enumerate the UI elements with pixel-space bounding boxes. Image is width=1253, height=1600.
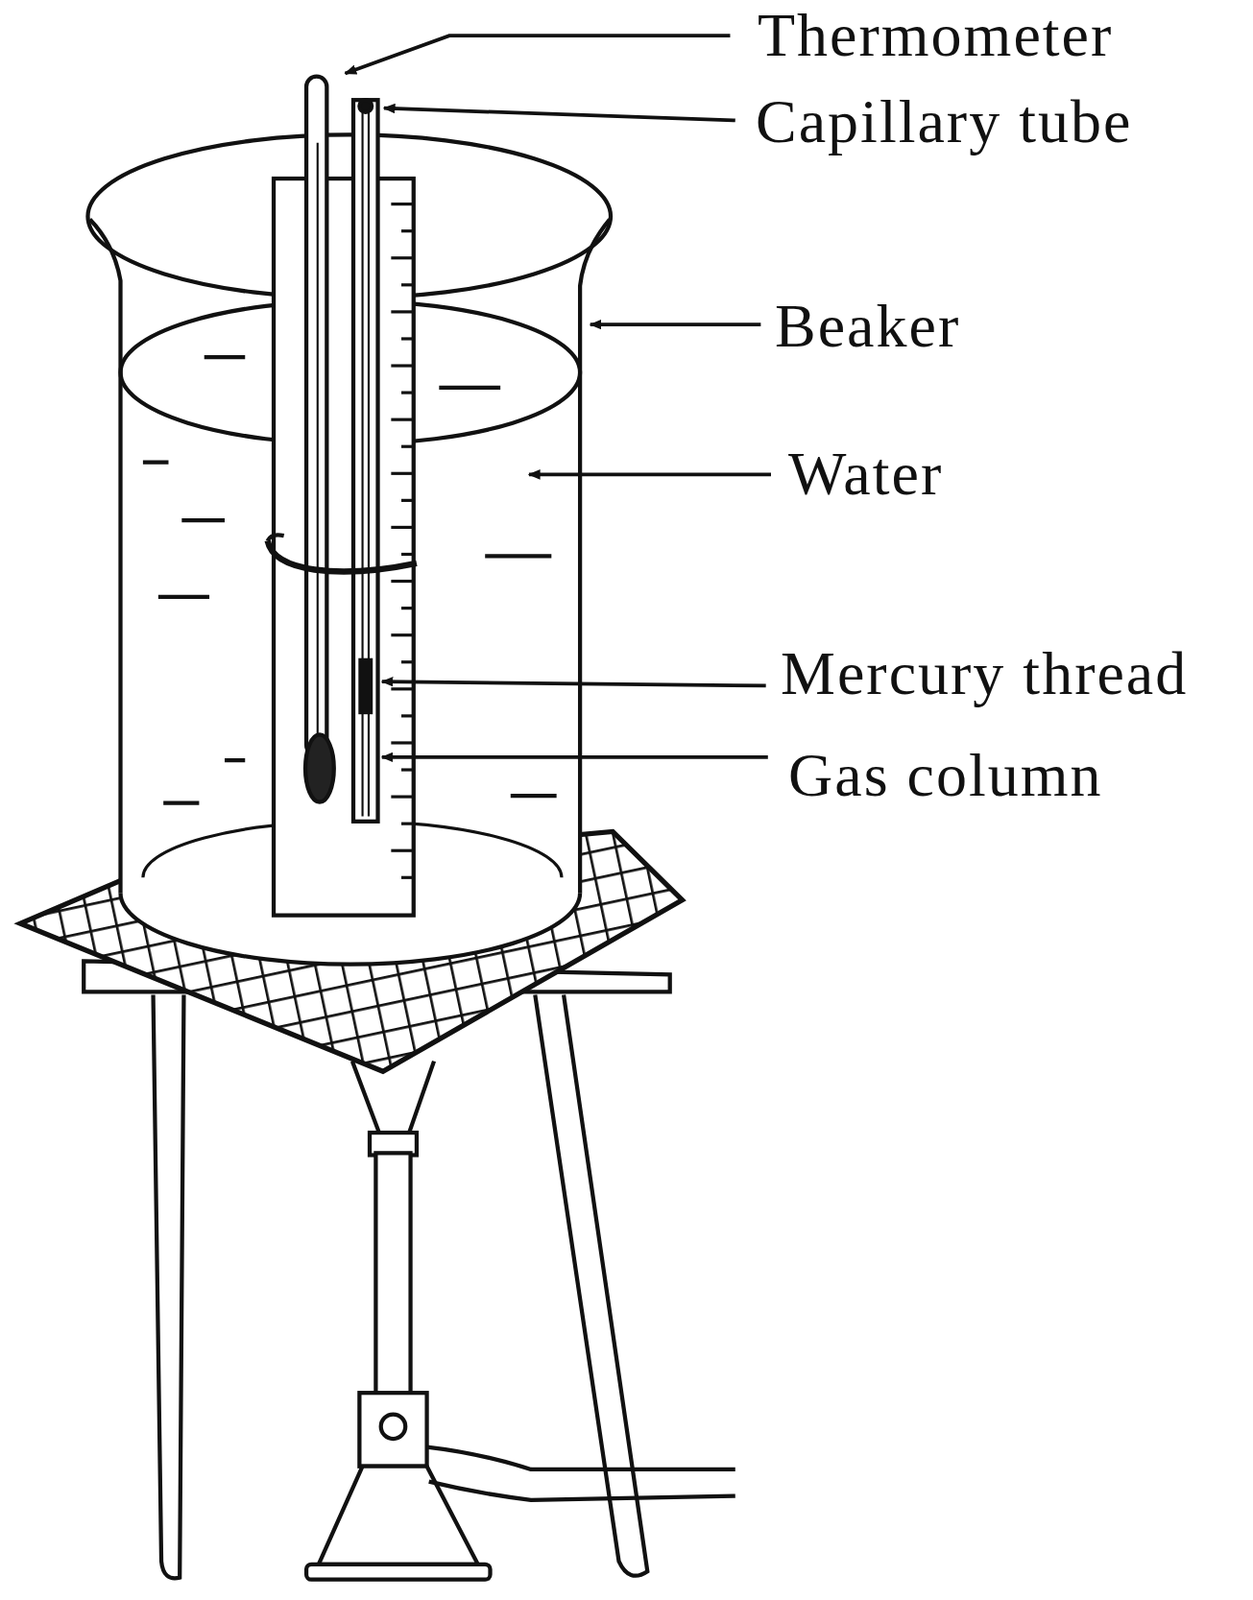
capillary-tube <box>359 99 372 113</box>
bunsen-burner <box>381 1415 407 1441</box>
scale-board <box>273 178 414 916</box>
leader-line <box>344 35 772 758</box>
scale-tick <box>390 310 413 314</box>
scale-tick <box>390 849 413 853</box>
part-label: Capillary tube <box>755 91 1133 153</box>
scale-tick <box>401 553 414 556</box>
bunsen-burner <box>318 1467 479 1566</box>
leader-line <box>382 755 769 760</box>
capillary-tube <box>353 99 379 822</box>
bunsen-burner <box>306 1132 736 1581</box>
scale-tick <box>401 337 414 340</box>
thermometer <box>316 143 319 746</box>
scale-tick <box>401 445 414 449</box>
scale-tick <box>401 876 414 880</box>
scale-board <box>390 204 413 879</box>
scale-tick <box>390 472 413 476</box>
thermometer <box>305 76 335 803</box>
thermometer <box>306 76 327 756</box>
scale-tick <box>401 822 414 826</box>
leader-line <box>382 681 767 686</box>
part-label: Thermometer <box>757 4 1113 67</box>
beaker <box>90 219 121 894</box>
beaker <box>87 134 611 964</box>
leader-line <box>529 472 772 477</box>
capillary-tube <box>353 99 379 822</box>
scale-board <box>273 178 414 916</box>
scale-tick <box>390 363 413 367</box>
bunsen-burner <box>429 1482 736 1501</box>
scale-tick <box>401 714 414 718</box>
scale-tick <box>401 660 414 664</box>
tripod-stand <box>153 995 185 1580</box>
bunsen-burner <box>427 1447 736 1470</box>
scale-tick <box>390 633 413 637</box>
scale-tick <box>401 499 414 503</box>
tripod-stand <box>534 995 648 1577</box>
scale-tick <box>390 256 413 260</box>
binding-string <box>267 540 417 572</box>
part-label: Mercury thread <box>780 643 1188 705</box>
scale-tick <box>390 741 413 745</box>
scale-tick <box>401 229 414 233</box>
leader-line <box>590 322 762 327</box>
binding-string <box>267 534 417 572</box>
binding-string <box>267 534 285 541</box>
scale-tick <box>390 418 413 422</box>
capillary-tube <box>358 658 373 715</box>
tripod-stand <box>352 1061 434 1136</box>
part-label: Gas column <box>788 745 1104 807</box>
scale-tick <box>401 391 414 395</box>
beaker <box>579 219 610 894</box>
scale-tick <box>390 687 413 691</box>
leader-line <box>344 35 730 73</box>
scale-tick <box>401 606 414 610</box>
bunsen-burner <box>306 1565 490 1581</box>
bunsen-burner <box>359 1393 427 1468</box>
scale-tick <box>401 283 414 287</box>
scale-tick <box>390 795 413 799</box>
leader-line <box>384 108 736 121</box>
scale-tick <box>401 768 414 772</box>
scale-tick <box>390 579 413 583</box>
scale-tick <box>390 202 413 206</box>
scale-tick <box>390 526 413 530</box>
thermometer <box>305 734 335 802</box>
part-label: Water <box>788 443 943 506</box>
bunsen-burner <box>375 1153 410 1398</box>
part-label: Beaker <box>774 295 961 358</box>
